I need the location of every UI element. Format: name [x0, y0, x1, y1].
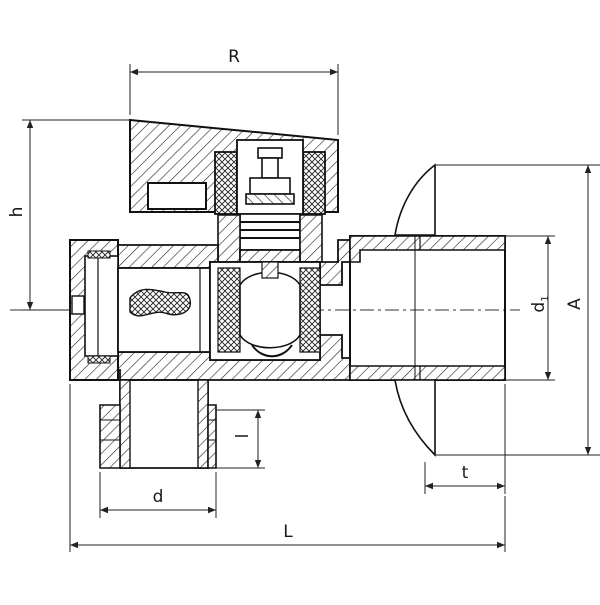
- dimension-lines: [22, 64, 600, 552]
- bonnet: [217, 214, 241, 263]
- dimension-label-l: l: [233, 434, 253, 439]
- dimension-label-t: t: [462, 463, 469, 483]
- dimension-label-d: d: [153, 487, 164, 507]
- valve-body: [117, 235, 506, 381]
- escutcheon-flange: [394, 163, 436, 457]
- dimension-label-d1: d1: [529, 295, 551, 312]
- dimension-label-L: L: [283, 522, 293, 542]
- lever-handle: [129, 118, 339, 215]
- bottom-outlet: [99, 379, 217, 469]
- dimension-label-A: A: [565, 298, 585, 310]
- ball: [209, 261, 321, 361]
- filter-sleeve: [117, 267, 211, 353]
- dimension-label-R: R: [228, 47, 240, 67]
- left-nut: [69, 239, 119, 381]
- dimension-label-h: h: [7, 207, 27, 218]
